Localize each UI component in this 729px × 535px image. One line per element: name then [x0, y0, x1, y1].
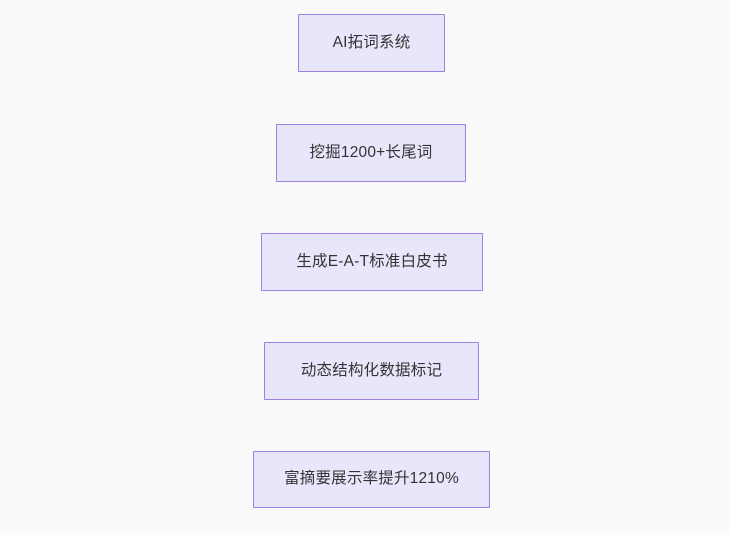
flowchart-node-n3[interactable]: 生成E-A-T标准白皮书: [261, 233, 483, 291]
flowchart-node-label: 动态结构化数据标记: [300, 361, 443, 379]
flowchart-node-label: AI拓词系统: [332, 33, 411, 51]
flowchart-node-n2[interactable]: 挖掘1200+长尾词: [276, 124, 466, 182]
flowchart-node-n5[interactable]: 富摘要展示率提升1210%: [253, 451, 490, 508]
flowchart-node-label: 生成E-A-T标准白皮书: [296, 252, 448, 270]
flowchart-node-n4[interactable]: 动态结构化数据标记: [264, 342, 479, 400]
flowchart-node-n1[interactable]: AI拓词系统: [298, 14, 445, 72]
flowchart-node-label: 挖掘1200+长尾词: [309, 143, 433, 161]
flowchart-node-label: 富摘要展示率提升1210%: [284, 470, 459, 488]
